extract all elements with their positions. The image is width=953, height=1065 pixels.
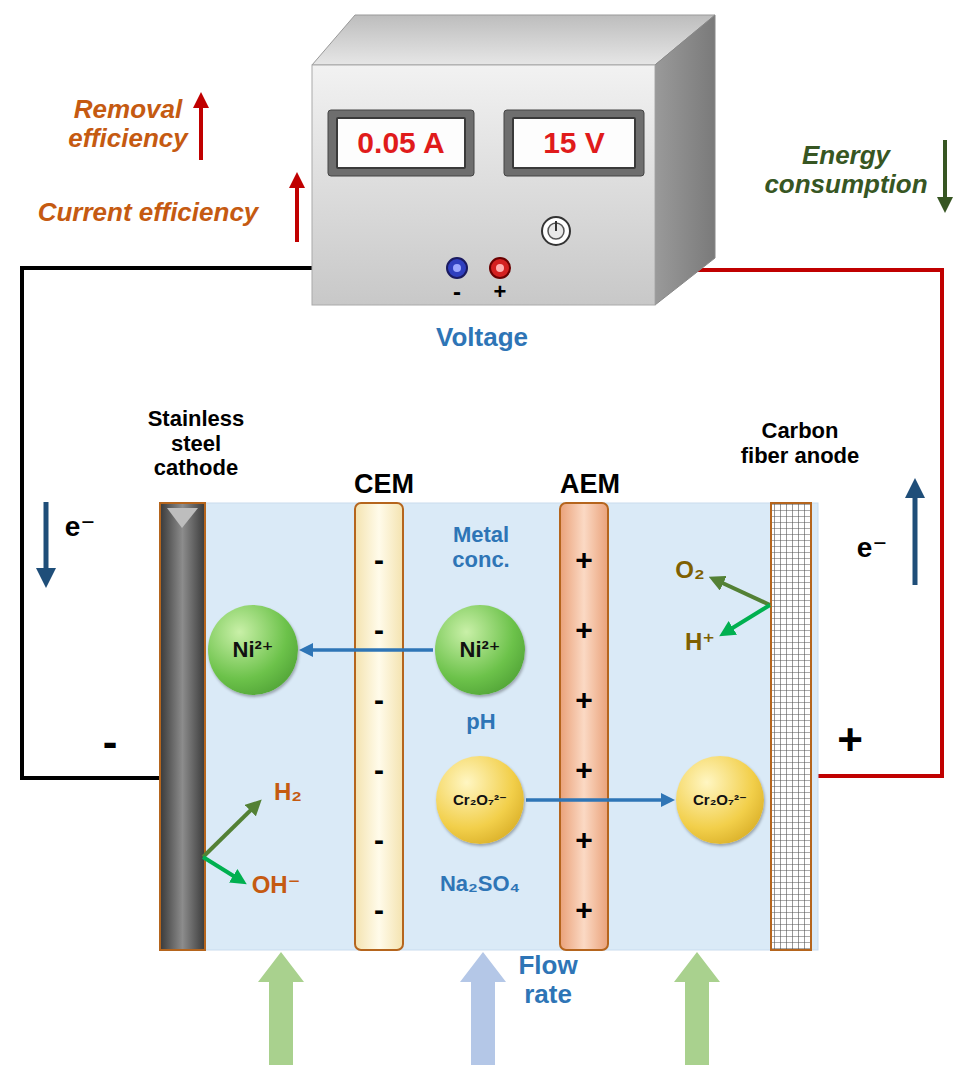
positive-terminal bbox=[490, 258, 510, 278]
membrane-charge: - bbox=[374, 893, 384, 927]
membrane-charge: + bbox=[575, 543, 593, 577]
ion-migration-arrow bbox=[526, 798, 668, 802]
electrode-label: Stainless steel cathode bbox=[136, 407, 256, 481]
membrane-charge: + bbox=[575, 753, 593, 787]
ion-migration-arrow bbox=[306, 648, 433, 652]
proton-arrow bbox=[726, 605, 770, 632]
nickel-ion: Ni²⁺ bbox=[435, 605, 525, 695]
species-label: H⁺ bbox=[685, 629, 715, 656]
cation-membrane bbox=[355, 503, 403, 950]
voltmeter-display: 15 V bbox=[512, 117, 636, 169]
metric-label: Current efficiency bbox=[38, 198, 259, 227]
parameter-label: Na₂SO₄ bbox=[440, 872, 520, 897]
cell-body bbox=[160, 503, 818, 950]
electron-label: e⁻ bbox=[65, 511, 95, 542]
knob bbox=[542, 217, 570, 245]
metric-label: Removal efficiency bbox=[43, 95, 213, 153]
node-text: Ni²⁺ bbox=[460, 637, 501, 663]
knob bbox=[555, 221, 557, 231]
hydroxide-arrow bbox=[203, 857, 240, 880]
parameter-label: Flow rate bbox=[508, 951, 588, 1009]
polarity-sign: + bbox=[837, 715, 863, 764]
membrane-label: CEM bbox=[354, 469, 414, 499]
nickel-ion: Ni²⁺ bbox=[208, 605, 298, 695]
parameter-label: Metal conc. bbox=[436, 523, 526, 572]
oxygen-arrow bbox=[716, 580, 770, 605]
anode-mesh bbox=[771, 503, 811, 950]
display-frame bbox=[504, 110, 644, 176]
node-text: 15 V bbox=[543, 126, 605, 160]
electrode-label: Carbon fiber anode bbox=[740, 419, 860, 468]
inflow-arrow bbox=[674, 952, 720, 1065]
terminal-sign: - bbox=[453, 279, 461, 306]
node-text: Ni²⁺ bbox=[233, 637, 274, 663]
electron-label: e⁻ bbox=[857, 532, 887, 563]
increase-arrow bbox=[199, 100, 203, 160]
membrane-charge: + bbox=[575, 823, 593, 857]
membrane-charge: - bbox=[374, 613, 384, 647]
node-text: 0.05 A bbox=[357, 126, 444, 160]
membrane-charge: + bbox=[575, 683, 593, 717]
inflow-arrow bbox=[258, 952, 304, 1065]
anion-membrane bbox=[560, 503, 608, 950]
increase-arrow bbox=[295, 180, 299, 242]
parameter-label: pH bbox=[466, 710, 495, 735]
membrane-charge: + bbox=[575, 893, 593, 927]
inflow-arrow bbox=[460, 952, 506, 1065]
metric-label: Energy consumption bbox=[748, 141, 944, 199]
supply-side bbox=[655, 15, 715, 305]
membrane-charge: - bbox=[374, 683, 384, 717]
hydrogen-arrow bbox=[203, 805, 256, 857]
terminal-sign: + bbox=[494, 280, 507, 305]
membrane-label: AEM bbox=[560, 469, 620, 499]
cathode-plate bbox=[167, 508, 198, 528]
electron-arrow bbox=[913, 488, 918, 585]
dichromate-ion: Cr₂O₇²⁻ bbox=[436, 756, 524, 844]
cathode-plate bbox=[160, 503, 205, 950]
polarity-sign: - bbox=[103, 717, 118, 766]
species-label: OH⁻ bbox=[252, 872, 301, 899]
node-text: Cr₂O₇²⁻ bbox=[453, 791, 507, 809]
species-label: H₂ bbox=[274, 779, 302, 806]
display-frame bbox=[328, 110, 474, 176]
dichromate-ion: Cr₂O₇²⁻ bbox=[676, 756, 764, 844]
membrane-charge: + bbox=[575, 613, 593, 647]
positive-terminal bbox=[496, 264, 504, 272]
negative-terminal bbox=[447, 258, 467, 278]
supply-label: Voltage bbox=[436, 323, 528, 352]
supply-front bbox=[312, 65, 655, 305]
supply-top bbox=[312, 15, 715, 65]
decrease-arrow bbox=[943, 140, 947, 205]
membrane-charge: - bbox=[374, 753, 384, 787]
membrane-charge: - bbox=[374, 823, 384, 857]
electron-arrow bbox=[44, 502, 49, 578]
membrane-charge: - bbox=[374, 543, 384, 577]
negative-terminal bbox=[453, 264, 461, 272]
species-label: O₂ bbox=[675, 557, 704, 584]
node-text: Cr₂O₇²⁻ bbox=[693, 791, 747, 809]
ammeter-display: 0.05 A bbox=[336, 117, 466, 169]
